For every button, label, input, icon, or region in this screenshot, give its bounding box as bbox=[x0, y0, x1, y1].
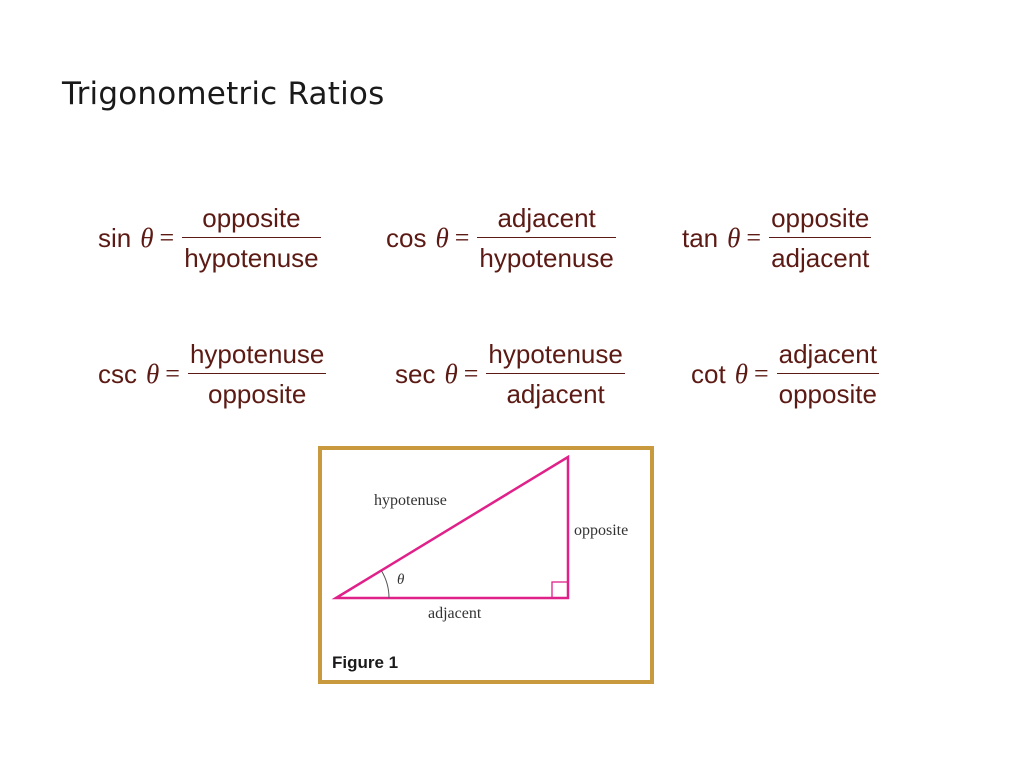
theta-symbol: θ bbox=[435, 222, 449, 253]
function-name: cos bbox=[386, 222, 427, 253]
fraction: opposite hypotenuse bbox=[182, 202, 321, 274]
numerator: hypotenuse bbox=[488, 338, 623, 369]
equals-sign: = bbox=[159, 223, 175, 252]
fraction-bar bbox=[182, 236, 321, 239]
fraction-bar bbox=[477, 236, 616, 239]
denominator: opposite bbox=[208, 379, 307, 410]
fraction-bar bbox=[769, 236, 872, 239]
numerator: adjacent bbox=[778, 338, 877, 369]
fraction-bar bbox=[187, 372, 327, 375]
formula-cos: cos θ = adjacent hypotenuse bbox=[386, 198, 616, 278]
fraction-bar bbox=[776, 372, 879, 375]
formula-row-reciprocal: csc θ = hypotenuse opposite sec θ = hypo… bbox=[0, 334, 1024, 414]
function-name: cot bbox=[691, 358, 726, 389]
angle-arc bbox=[380, 570, 390, 599]
slide-title: Trigonometric Ratios bbox=[62, 76, 385, 112]
fraction: adjacent hypotenuse bbox=[477, 202, 616, 274]
right-triangle-diagram bbox=[331, 454, 570, 600]
formula-sec: sec θ = hypotenuse adjacent bbox=[395, 334, 625, 414]
numerator: opposite bbox=[771, 202, 870, 233]
equals-sign: = bbox=[454, 223, 470, 252]
numerator: opposite bbox=[202, 202, 301, 233]
formula-sin: sin θ = opposite hypotenuse bbox=[98, 198, 321, 278]
equals-sign: = bbox=[753, 359, 769, 388]
numerator: adjacent bbox=[497, 202, 596, 233]
triangle-shape bbox=[331, 454, 570, 600]
numerator: hypotenuse bbox=[189, 338, 325, 369]
adjacent-label: adjacent bbox=[428, 605, 482, 622]
fraction: adjacent opposite bbox=[776, 338, 879, 410]
equals-sign: = bbox=[165, 359, 180, 388]
figure-caption: Figure 1 bbox=[332, 653, 399, 672]
fraction: hypotenuse opposite bbox=[187, 338, 327, 410]
formula-cot: cot θ = adjacent opposite bbox=[691, 334, 879, 414]
theta-symbol: θ bbox=[146, 358, 160, 389]
equals-sign: = bbox=[746, 223, 762, 252]
triangle-figure: hypotenuse opposite adjacent θ Figure 1 bbox=[318, 446, 654, 684]
denominator: adjacent bbox=[771, 243, 870, 274]
fraction: hypotenuse adjacent bbox=[486, 338, 625, 410]
formula-tan: tan θ = opposite adjacent bbox=[682, 198, 872, 278]
denominator: opposite bbox=[778, 379, 877, 410]
function-name: csc bbox=[98, 358, 137, 389]
angle-theta-label: θ bbox=[397, 572, 405, 588]
function-name: sin bbox=[98, 222, 132, 253]
fraction-bar bbox=[486, 372, 625, 375]
theta-symbol: θ bbox=[727, 222, 741, 253]
theta-symbol: θ bbox=[444, 358, 458, 389]
function-name: tan bbox=[682, 222, 719, 253]
denominator: hypotenuse bbox=[184, 243, 319, 274]
hypotenuse-label: hypotenuse bbox=[374, 492, 447, 509]
right-angle-marker bbox=[551, 581, 569, 599]
denominator: adjacent bbox=[506, 379, 605, 410]
function-name: sec bbox=[395, 358, 436, 389]
formula-row-primary: sin θ = opposite hypotenuse cos θ = adja… bbox=[0, 198, 1024, 278]
fraction: opposite adjacent bbox=[769, 202, 872, 274]
opposite-label: opposite bbox=[574, 522, 629, 539]
theta-symbol: θ bbox=[734, 358, 748, 389]
theta-symbol: θ bbox=[140, 222, 154, 253]
formula-csc: csc θ = hypotenuse opposite bbox=[98, 334, 327, 414]
denominator: hypotenuse bbox=[479, 243, 614, 274]
equals-sign: = bbox=[463, 359, 479, 388]
